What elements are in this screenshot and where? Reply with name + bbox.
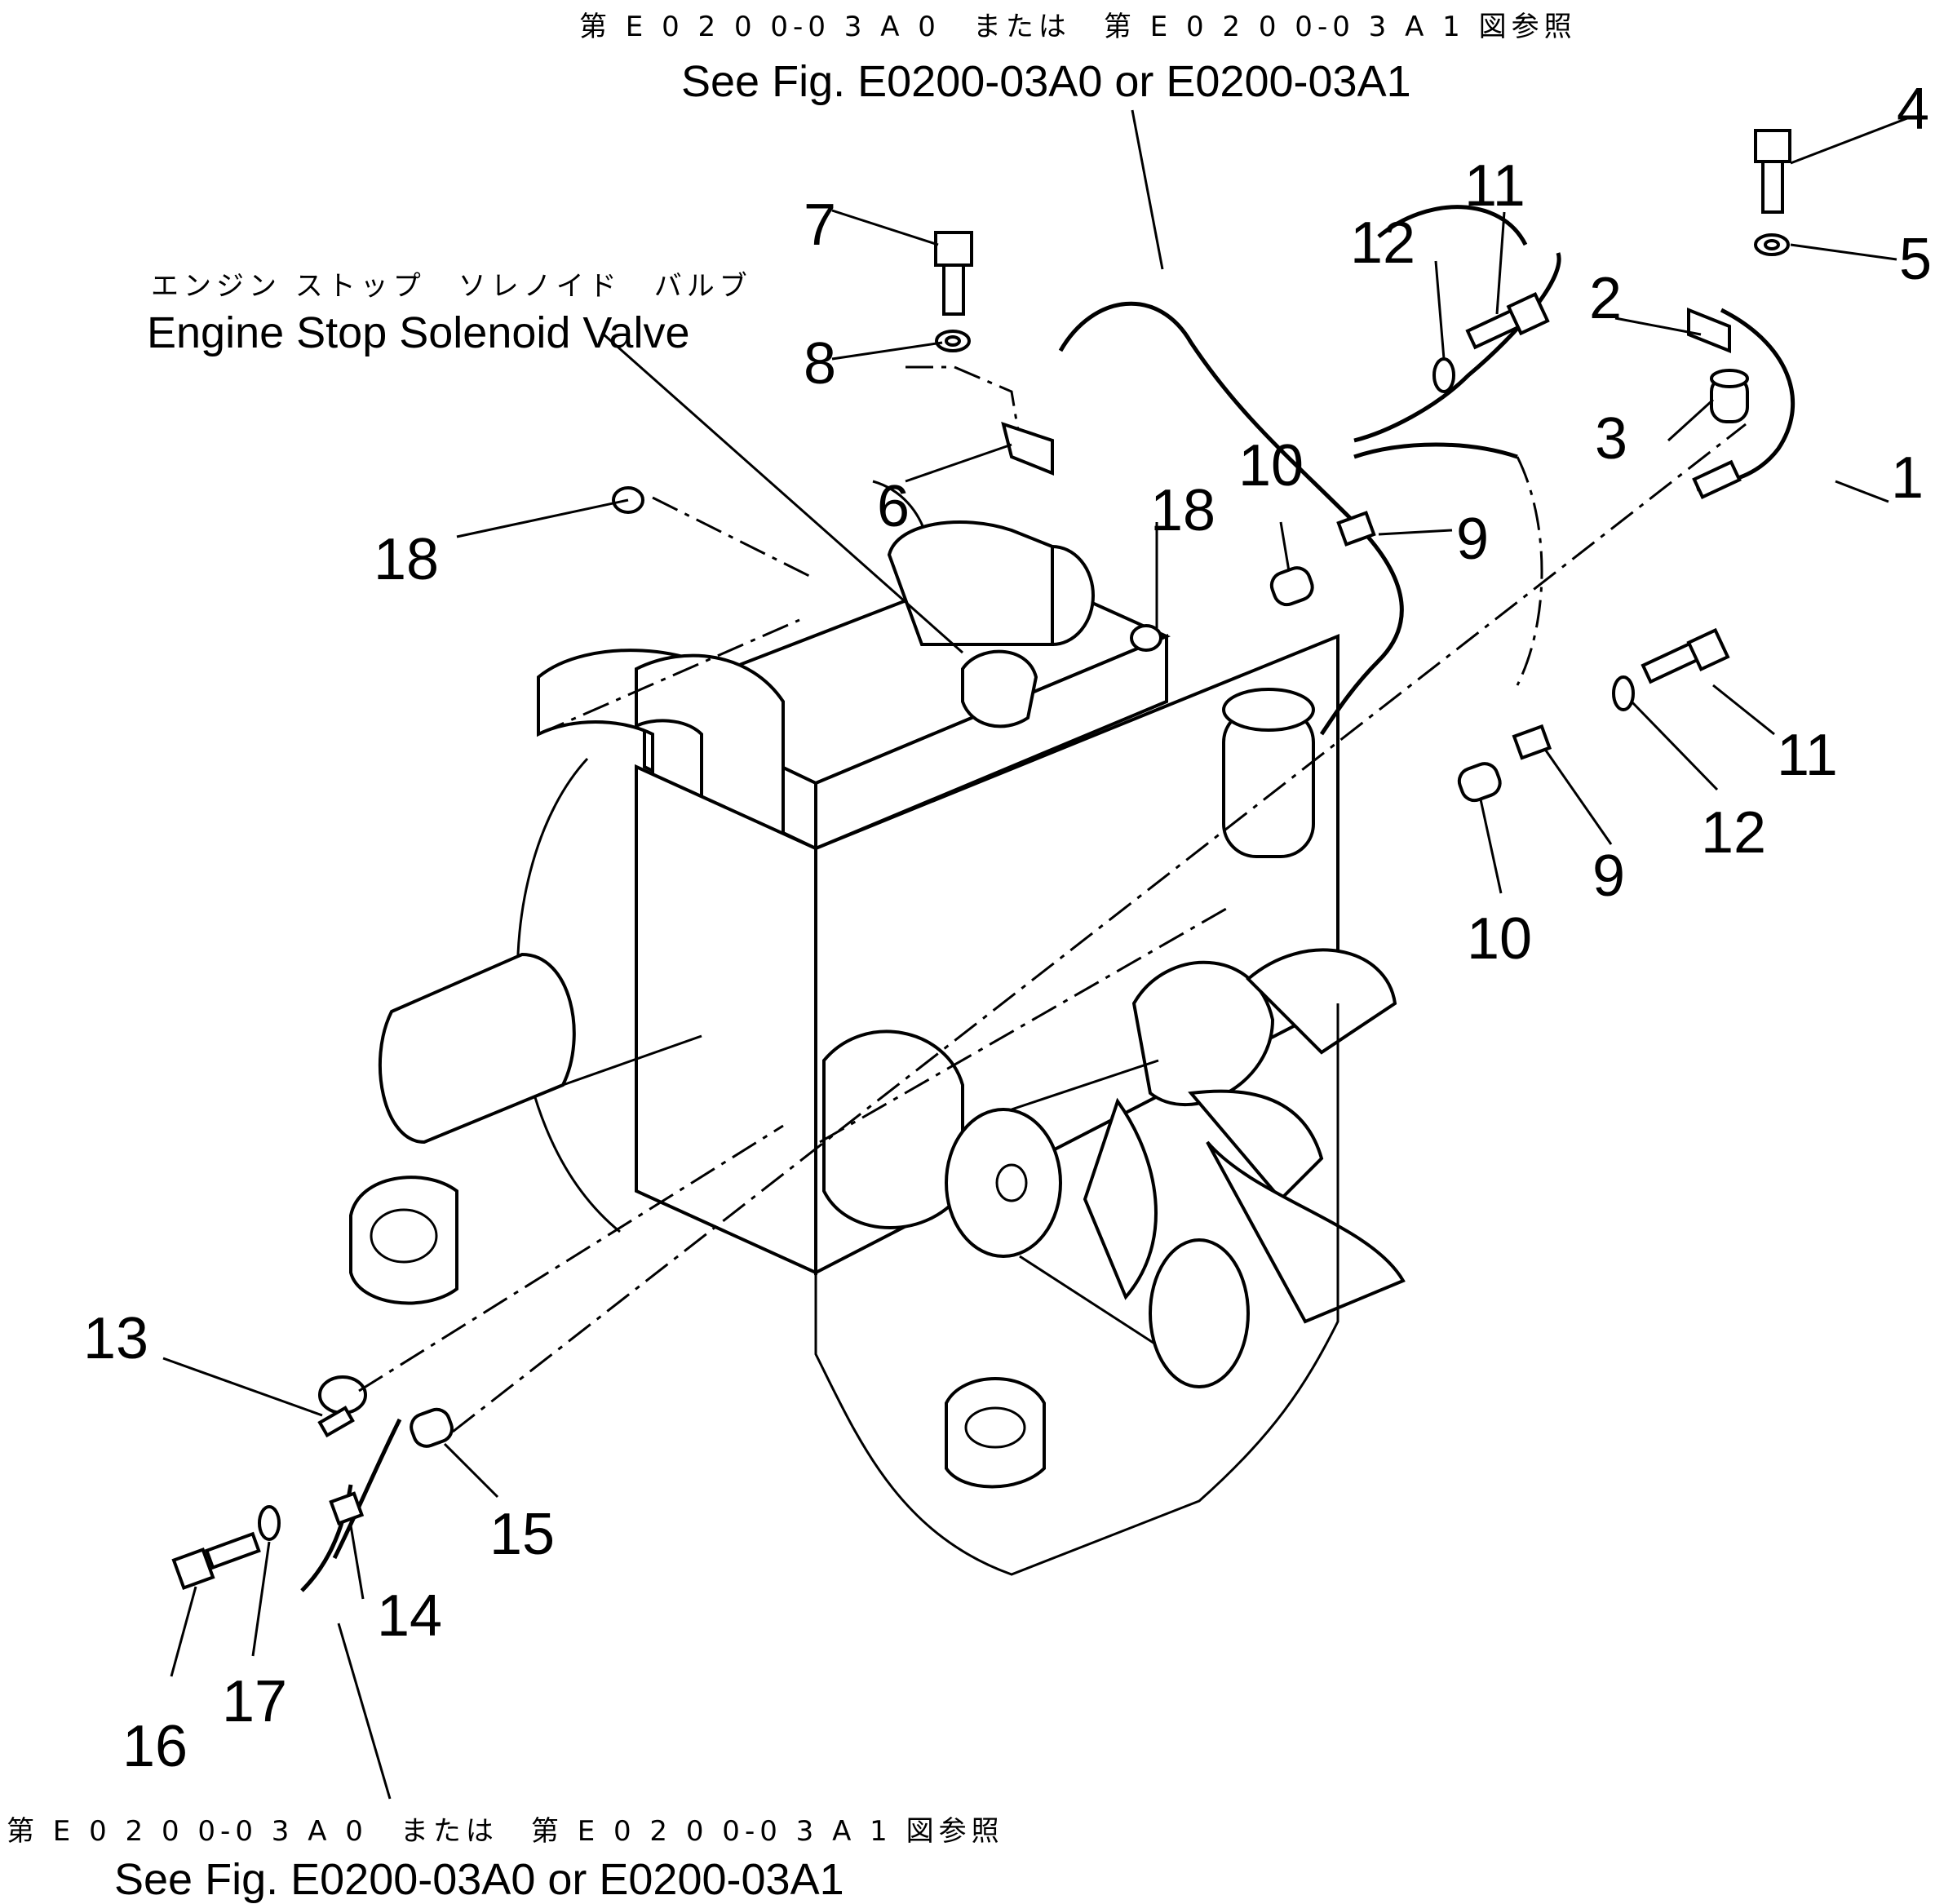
callout-6: 6	[877, 474, 910, 539]
part-12-washer-upper	[1432, 357, 1455, 393]
part-13-pressure-switch	[317, 1375, 367, 1438]
part-11-bolt-upper	[1465, 292, 1550, 350]
callout-10-lower: 10	[1467, 906, 1532, 972]
bottom-reference-en: See Fig. E0200-03A0 or E0200-03A1	[114, 1855, 844, 1904]
callout-numbers: 1 2 3 4 5 6 7 8 9 9 10 10 11 11 12 12 13…	[83, 77, 1932, 1779]
part-9-clip-lower	[1512, 724, 1552, 760]
top-reference-en: See Fig. E0200-03A0 or E0200-03A1	[681, 57, 1411, 106]
callout-11-lower: 11	[1777, 723, 1838, 788]
leader-lines	[162, 109, 1908, 1800]
part-12-washer-lower	[1612, 675, 1635, 711]
part-14-clip	[329, 1491, 365, 1525]
callout-9-upper: 9	[1456, 507, 1489, 572]
part-10-spacer-upper	[1269, 566, 1314, 607]
callout-10-upper: 10	[1238, 433, 1304, 498]
part-8-washer	[935, 330, 971, 352]
callout-1: 1	[1891, 445, 1924, 511]
callout-12-upper: 12	[1350, 210, 1415, 276]
part-6-bracket	[1001, 421, 1054, 476]
top-reference-jp: 第 E 0 2 0 0-0 3 A 0 または 第 E 0 2 0 0-0 3 …	[579, 11, 1577, 43]
callout-12-lower: 12	[1701, 800, 1766, 866]
callout-7: 7	[804, 193, 836, 258]
callout-14: 14	[377, 1583, 442, 1649]
part-10-spacer-lower	[1457, 762, 1502, 803]
callout-18-right: 18	[1150, 478, 1215, 543]
part-2-bracket	[1687, 308, 1731, 353]
part-16-bolt	[171, 1531, 261, 1590]
callout-4: 4	[1897, 77, 1929, 142]
component-label-en: Engine Stop Solenoid Valve	[147, 308, 689, 357]
engine-drawing	[349, 480, 1406, 1576]
callout-18-left: 18	[374, 527, 439, 592]
callout-2: 2	[1589, 266, 1622, 331]
callout-13: 13	[83, 1306, 148, 1371]
part-18-connector-right	[1130, 624, 1162, 652]
part-3-spacer	[1710, 369, 1749, 423]
callout-17: 17	[222, 1669, 287, 1734]
callout-11-upper: 11	[1464, 153, 1525, 219]
callout-3: 3	[1595, 406, 1627, 472]
callout-8: 8	[804, 331, 836, 396]
part-15-spacer	[410, 1407, 454, 1448]
callout-5: 5	[1899, 227, 1932, 292]
callout-9-lower: 9	[1592, 844, 1625, 909]
part-7-bolt	[934, 231, 973, 316]
engine-stop-solenoid-valve	[961, 649, 1038, 728]
bottom-reference-jp: 第 E 0 2 0 0-0 3 A 0 または 第 E 0 2 0 0-0 3 …	[7, 1815, 1004, 1848]
part-1-sensor-harness	[1692, 459, 1742, 499]
callout-16: 16	[122, 1714, 188, 1779]
part-5-washer	[1754, 233, 1790, 256]
callout-15: 15	[489, 1502, 555, 1567]
part-4-bolt	[1754, 129, 1791, 214]
part-9-clip-upper	[1336, 511, 1376, 547]
part-17-washer	[258, 1505, 281, 1541]
part-11-bolt-lower	[1641, 627, 1730, 684]
component-label-jp: エンジン ストップ ソレノイド バルブ	[151, 270, 752, 303]
